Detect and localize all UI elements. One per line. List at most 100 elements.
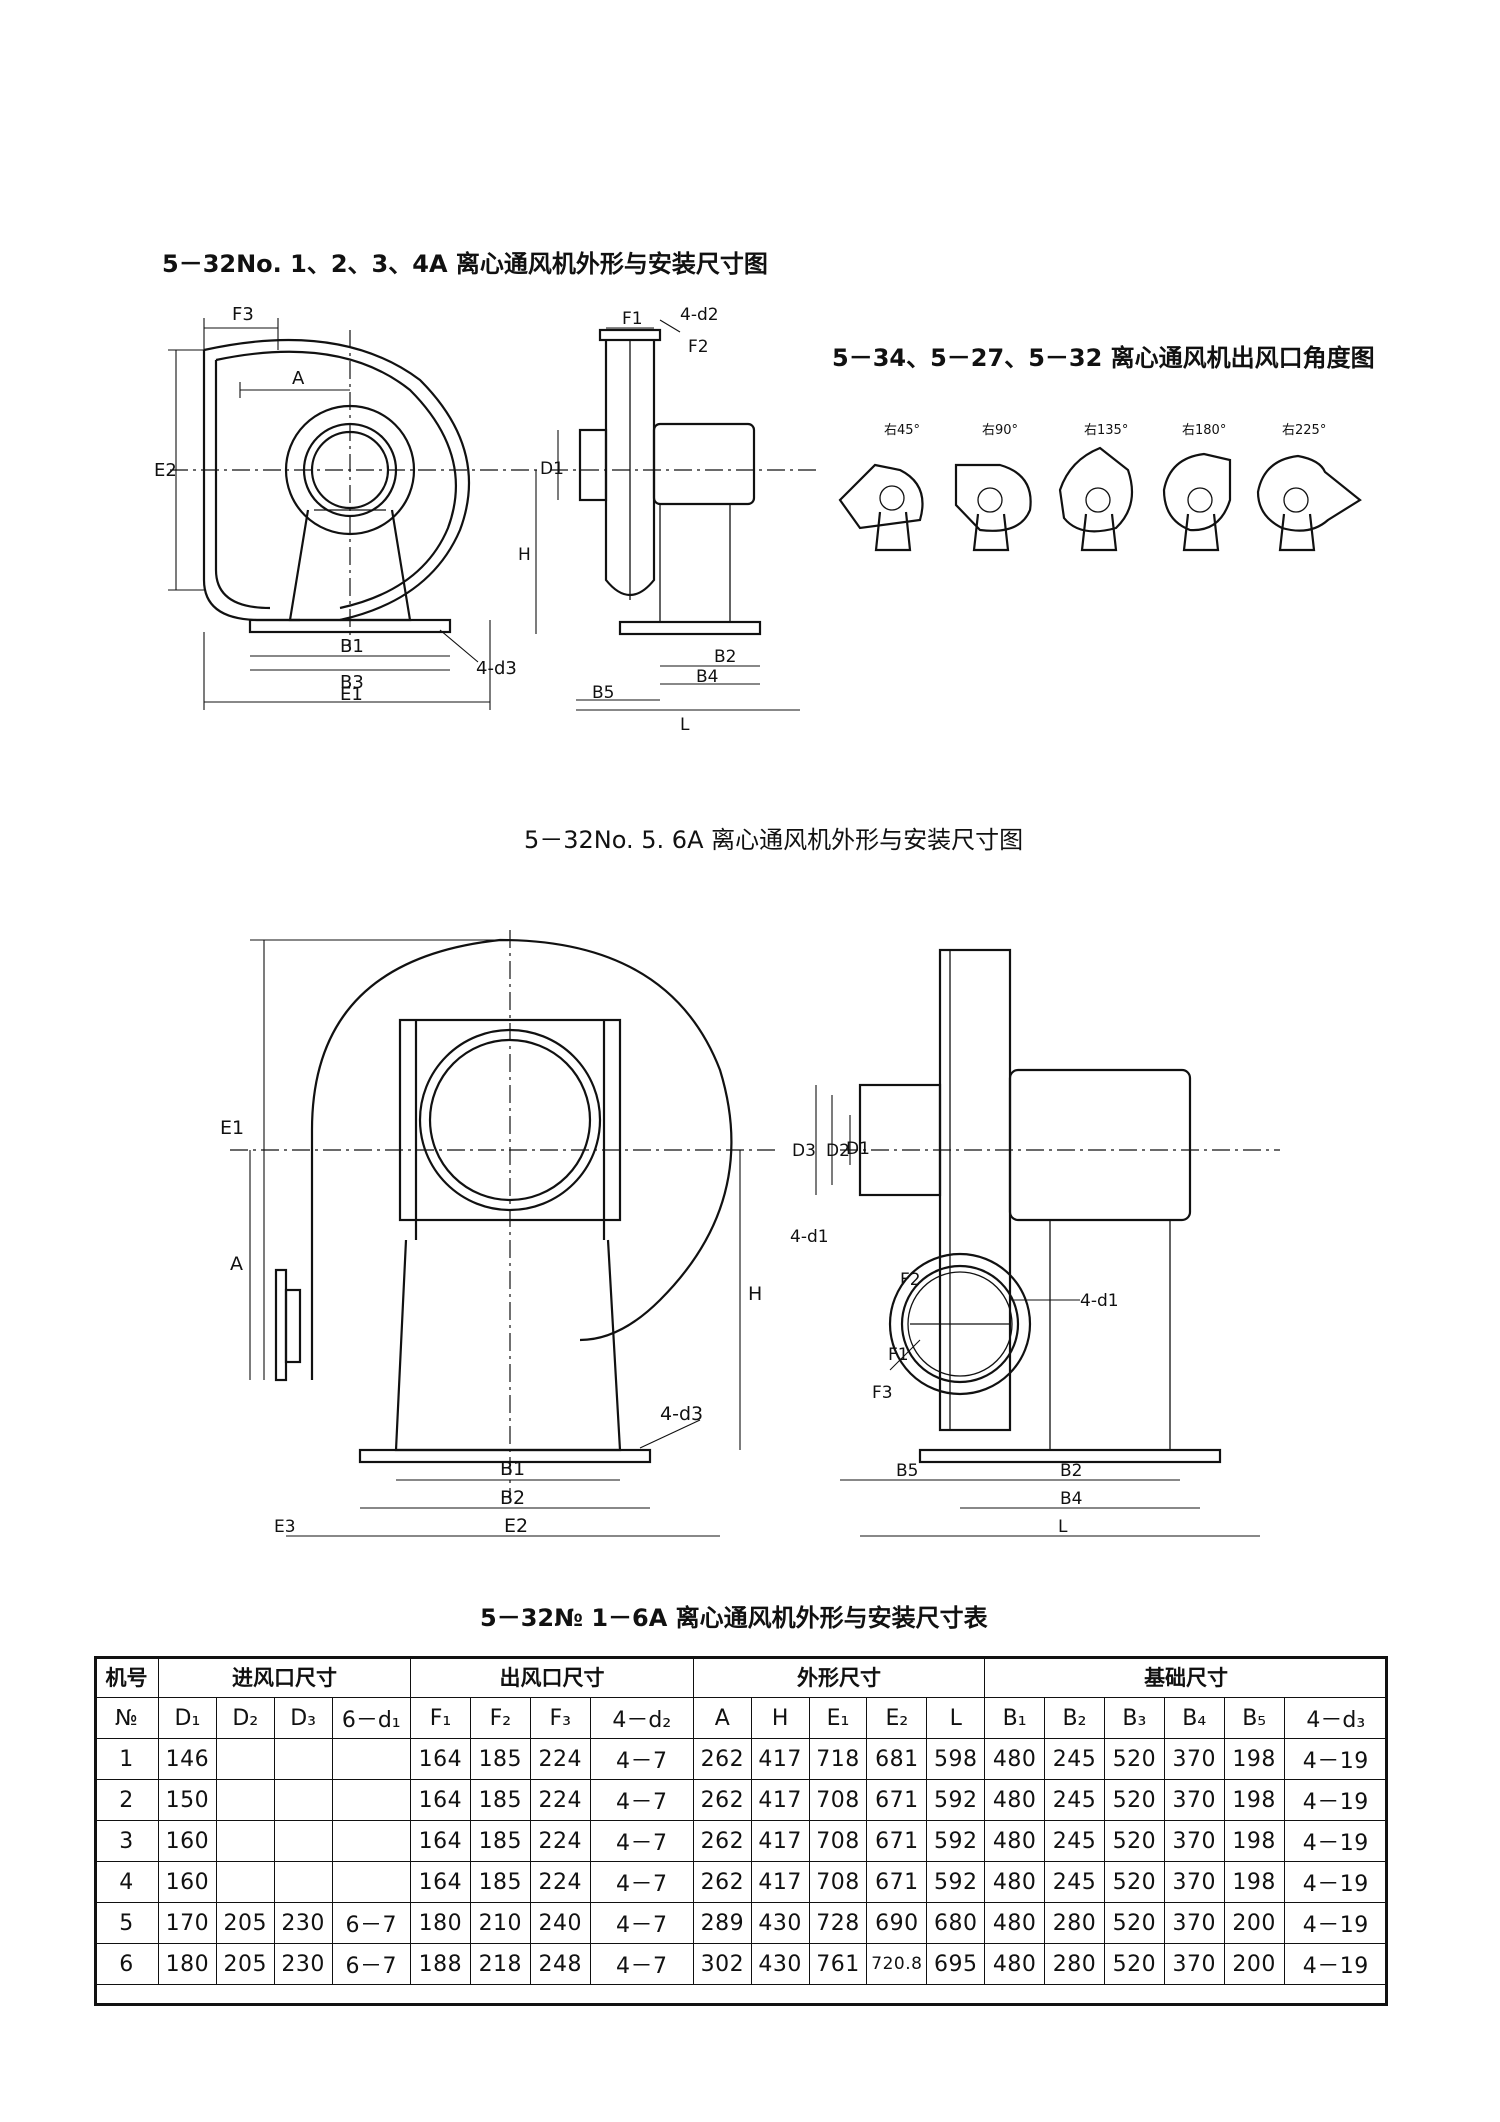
table-cell: 4－7 — [589, 1738, 694, 1780]
fan-large-front-view — [230, 930, 780, 1500]
table-cell: 708 — [808, 1779, 868, 1821]
table-cell: 205 — [215, 1902, 275, 1944]
col-header: F₁ — [409, 1697, 471, 1739]
table-cell: 224 — [529, 1738, 591, 1780]
table-cell — [215, 1820, 275, 1862]
table-cell: 4－7 — [589, 1902, 694, 1944]
table-cell: 245 — [1044, 1820, 1105, 1862]
table-cell: 4－19 — [1283, 1902, 1389, 1944]
table-cell: 708 — [808, 1820, 868, 1862]
angle-180 — [1162, 452, 1232, 552]
machine-number-cell: 4 — [93, 1861, 160, 1903]
table-title: 5－32№ 1－6A 离心通风机外形与安装尺寸表 — [480, 1604, 988, 1632]
col-header: № — [93, 1697, 160, 1739]
table-cell — [215, 1738, 275, 1780]
group-outline: 外形尺寸 — [692, 1656, 986, 1698]
table-cell: 198 — [1223, 1779, 1285, 1821]
fig3-label-d3s: D3 — [792, 1141, 816, 1161]
table-cell: 6－7 — [331, 1943, 411, 1985]
col-header: F₂ — [469, 1697, 531, 1739]
table-cell: 370 — [1163, 1820, 1225, 1862]
table-cell: 417 — [750, 1820, 810, 1862]
fan-large-side-view — [840, 948, 1280, 1464]
fig1-label-d2: 4-d2 — [680, 305, 719, 325]
table-cell: 160 — [158, 1820, 217, 1862]
angle-45 — [838, 463, 924, 552]
table-cell: 224 — [529, 1820, 591, 1862]
fig3-label-h: H — [748, 1283, 762, 1305]
col-header: B₅ — [1223, 1697, 1285, 1739]
machine-number-cell: 5 — [93, 1902, 160, 1944]
fig3-label-4d1a: 4-d1 — [790, 1227, 829, 1247]
table-cell: 4－7 — [589, 1943, 694, 1985]
table-cell: 480 — [984, 1779, 1046, 1821]
table-cell: 164 — [409, 1820, 471, 1862]
fig3-label-e2: E2 — [504, 1515, 528, 1537]
table-cell: 240 — [529, 1902, 591, 1944]
table-cell: 480 — [984, 1861, 1046, 1903]
col-header: 6－d₁ — [331, 1697, 411, 1739]
table-cell: 4－19 — [1283, 1738, 1389, 1780]
figure3-title: 5－32No. 5. 6A 离心通风机外形与安装尺寸图 — [524, 826, 1024, 854]
col-header: A — [692, 1697, 752, 1739]
fig1-label-b3: B3 — [340, 672, 364, 693]
machine-number-cell: 3 — [93, 1820, 160, 1862]
table-cell: 218 — [469, 1943, 531, 1985]
angle-90 — [954, 463, 1032, 552]
table-cell: 262 — [692, 1861, 752, 1903]
table-cell: 718 — [808, 1738, 868, 1780]
table-cell: 695 — [926, 1943, 986, 1985]
table-cell — [331, 1861, 411, 1903]
table-cell: 4－19 — [1283, 1943, 1389, 1985]
table-cell: 430 — [750, 1902, 810, 1944]
table-cell: 480 — [984, 1902, 1046, 1944]
figure2-drawing: 右45° 右90° 右135° 右180° 右225° — [838, 423, 1362, 552]
table-cell: 198 — [1223, 1861, 1285, 1903]
table-cell: 671 — [866, 1861, 928, 1903]
table-cell: 164 — [409, 1779, 471, 1821]
table-cell: 210 — [469, 1902, 531, 1944]
fan-front-view — [170, 330, 540, 650]
table-cell: 417 — [750, 1861, 810, 1903]
group-inlet: 进风口尺寸 — [158, 1656, 411, 1698]
spec-table: 机号 进风口尺寸 出风口尺寸 外形尺寸 基础尺寸 № D₁ D₂ D₃ 6－d₁… — [93, 1656, 1389, 1985]
fig1-label-f1: F1 — [622, 309, 643, 329]
table-cell: 370 — [1163, 1902, 1225, 1944]
table-cell: 4－7 — [589, 1861, 694, 1903]
fig3-label-l: L — [1058, 1517, 1068, 1537]
table-cell: 708 — [808, 1861, 868, 1903]
table-cell: 4－7 — [589, 1779, 694, 1821]
table-cell: 205 — [215, 1943, 275, 1985]
table-cell: 185 — [469, 1861, 531, 1903]
fig3-label-f1: F1 — [888, 1345, 909, 1365]
col-header: D₁ — [158, 1697, 217, 1739]
table-cell: 598 — [926, 1738, 986, 1780]
table-column-header: № D₁ D₂ D₃ 6－d₁ F₁ F₂ F₃ 4－d₂ A H E₁ E₂ … — [93, 1697, 1389, 1739]
fig1-label-e2: E2 — [154, 460, 177, 481]
fig3-label-e1: E1 — [220, 1117, 244, 1139]
table-group-header: 机号 进风口尺寸 出风口尺寸 外形尺寸 基础尺寸 — [93, 1656, 1388, 1698]
table-cell: 370 — [1163, 1861, 1225, 1903]
table-cell: 200 — [1223, 1943, 1285, 1985]
table-cell: 680 — [926, 1902, 986, 1944]
figure3-drawing: E1 A H 4-d3 B1 B2 E3 E2 D3 D2 D1 4-d1 F2… — [220, 930, 1280, 1537]
fig3-label-f2: F2 — [900, 1270, 921, 1290]
table-cell: 4－7 — [589, 1820, 694, 1862]
machine-number-cell: 2 — [93, 1779, 160, 1821]
table-cell: 480 — [984, 1820, 1046, 1862]
fig3-label-d1: D1 — [846, 1139, 870, 1159]
table-cell — [273, 1820, 333, 1862]
table-cell: 520 — [1103, 1861, 1165, 1903]
table-cell: 520 — [1103, 1779, 1165, 1821]
group-outlet: 出风口尺寸 — [409, 1656, 694, 1698]
fig3-label-e3: E3 — [274, 1517, 296, 1537]
table-cell: 671 — [866, 1820, 928, 1862]
table-cell: 280 — [1044, 1902, 1105, 1944]
col-header: 4－d₂ — [589, 1697, 694, 1739]
table-cell: 280 — [1044, 1943, 1105, 1985]
